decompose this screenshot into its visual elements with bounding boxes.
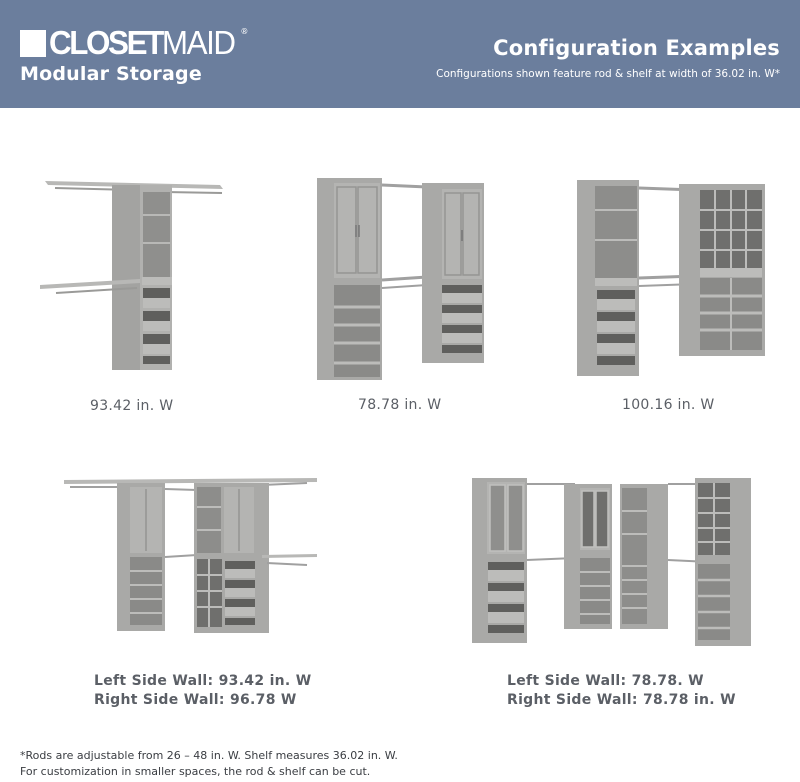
left-wall-width: Left Side Wall: 93.42 in. W xyxy=(94,673,312,689)
footnote-line-1: *Rods are adjustable from 26 – 48 in. W.… xyxy=(20,749,398,762)
logo-thin-text: MAID xyxy=(161,24,236,61)
footnote-line-2: For customization in smaller spaces, the… xyxy=(20,765,371,778)
config-4-caption: Left Side Wall: 93.42 in. W Right Side W… xyxy=(94,672,311,710)
logo-wordmark: CLOSETMAID xyxy=(49,26,236,59)
left-wall-width: Left Side Wall: 78.78. W xyxy=(507,673,704,689)
config-5-caption: Left Side Wall: 78.78. W Right Side Wall… xyxy=(507,672,736,710)
closet-unit-icon xyxy=(40,181,223,370)
page-subtitle: Configurations shown feature rod & shelf… xyxy=(436,68,780,80)
closetmaid-logo: CLOSETMAID ® xyxy=(20,26,252,59)
closet-unit-icon xyxy=(64,478,317,633)
config-1-width-caption: 93.42 in. W xyxy=(90,398,174,414)
closet-unit-icon xyxy=(577,180,765,376)
closet-unit-icon xyxy=(317,178,484,380)
page-title: Configuration Examples xyxy=(493,36,780,60)
closet-unit-icon xyxy=(472,478,751,646)
logo-square-icon xyxy=(20,29,46,57)
config-3-width-caption: 100.16 in. W xyxy=(622,397,715,413)
config-3-illustration xyxy=(575,178,770,378)
config-2-width-caption: 78.78 in. W xyxy=(358,397,442,413)
config-1-illustration xyxy=(40,175,230,375)
right-wall-width: Right Side Wall: 78.78 in. W xyxy=(507,692,736,708)
footnote: *Rods are adjustable from 26 – 48 in. W.… xyxy=(20,748,398,780)
header-banner: CLOSETMAID ® Modular Storage Configurati… xyxy=(0,0,800,108)
product-line-label: Modular Storage xyxy=(20,63,202,85)
config-2-illustration xyxy=(312,175,487,385)
registered-mark: ® xyxy=(240,26,249,36)
config-5-illustration xyxy=(470,476,755,648)
config-4-illustration xyxy=(62,475,322,635)
right-wall-width: Right Side Wall: 96.78 W xyxy=(94,692,297,708)
logo-bold-text: CLOSET xyxy=(49,24,164,61)
